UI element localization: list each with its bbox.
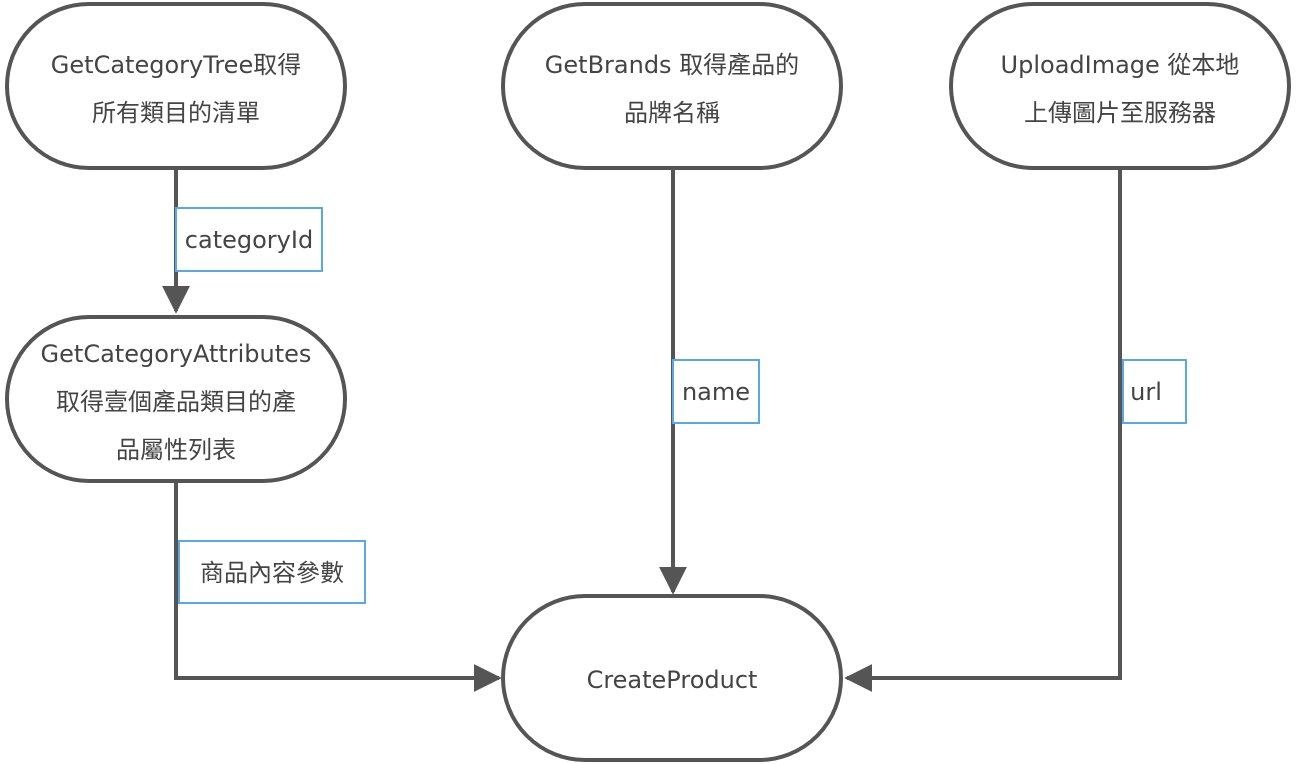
node-get-category-attributes-line-1: GetCategoryAttributes bbox=[41, 340, 312, 368]
node-get-category-tree: GetCategoryTree取得 所有類目的清單 bbox=[5, 2, 347, 170]
node-get-category-attributes: GetCategoryAttributes 取得壹個產品類目的產 品屬性列表 bbox=[5, 315, 347, 483]
node-get-brands: GetBrands 取得產品的 品牌名稱 bbox=[501, 2, 843, 170]
node-get-brands-line-1: GetBrands 取得產品的 bbox=[545, 51, 799, 79]
edge-attributes-to-create bbox=[174, 481, 502, 692]
node-get-category-tree-line-2: 所有類目的清單 bbox=[92, 99, 260, 127]
edge-upload-to-create bbox=[844, 168, 1122, 692]
node-get-category-attributes-line-3: 品屬性列表 bbox=[116, 436, 236, 464]
node-upload-image-line-2: 上傳圖片至服務器 bbox=[1024, 99, 1216, 127]
node-create-product-line-1: CreateProduct bbox=[587, 666, 758, 694]
node-upload-image-line-1: UploadImage 從本地 bbox=[1001, 51, 1240, 79]
node-get-brands-line-2: 品牌名稱 bbox=[624, 99, 720, 127]
node-get-category-attributes-line-2: 取得壹個產品類目的產 bbox=[56, 388, 296, 416]
edge-label-product-params-text: 商品內容參數 bbox=[200, 559, 344, 587]
edges bbox=[162, 168, 1122, 692]
edge-label-name: name bbox=[672, 359, 760, 424]
node-upload-image: UploadImage 從本地 上傳圖片至服務器 bbox=[949, 2, 1291, 170]
edge-label-url: url bbox=[1122, 359, 1187, 424]
edge-label-product-params: 商品內容參數 bbox=[178, 540, 366, 604]
edge-label-category-id-text: categoryId bbox=[185, 226, 313, 254]
node-get-category-tree-line-1: GetCategoryTree取得 bbox=[51, 51, 301, 79]
edge-label-name-text: name bbox=[682, 378, 750, 406]
edge-label-category-id: categoryId bbox=[175, 207, 323, 272]
edge-label-url-text: url bbox=[1130, 378, 1162, 406]
node-create-product: CreateProduct bbox=[501, 594, 843, 762]
